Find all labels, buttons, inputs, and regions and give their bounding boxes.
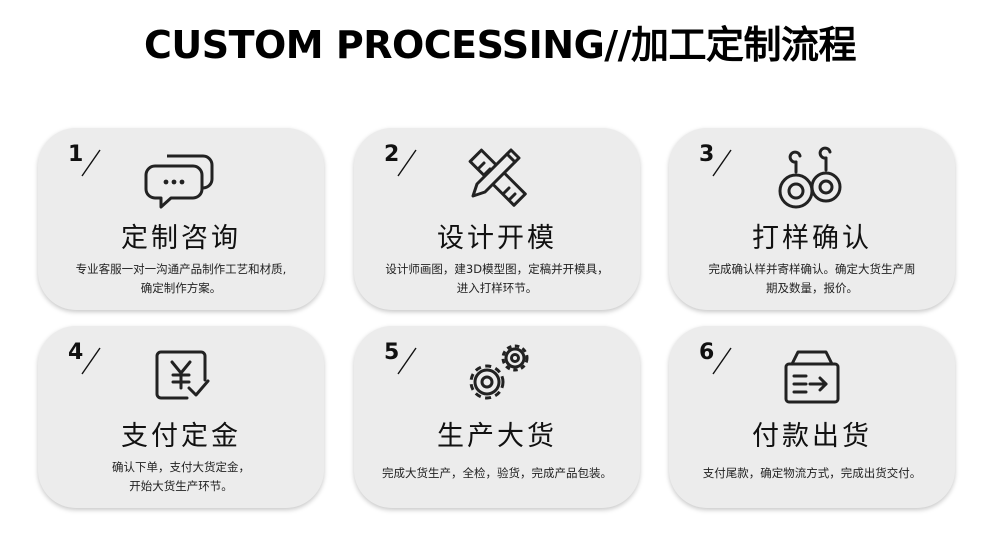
step-number: 6 (699, 340, 715, 365)
step-card-2: 2 设计开模 设计师画图，建3D模型图，定稿并开模具， 进入打样环节。 (354, 128, 640, 310)
step-card-4: 4 支付定金 确认下单，支付大货定金， 开始大货生产环节。 (38, 326, 324, 508)
step-card-5: 5 生产大货 完成大货生产，全检，验货，完成产品包装。 (354, 326, 640, 508)
desc-line: 设计师画图，建3D模型图，定稿并开模具， (385, 262, 609, 276)
desc-line: 期及数量，报价。 (766, 281, 858, 295)
page-title: CUSTOM PROCESSING//加工定制流程 (143, 23, 857, 67)
step-number: 2 (384, 142, 400, 167)
step-description: 支付尾款，确定物流方式，完成出货交付。 (679, 464, 945, 483)
slash-divider (712, 347, 732, 375)
step-number: 3 (699, 142, 715, 167)
desc-line: 完成大货生产，全检，验货，完成产品包装。 (382, 466, 612, 480)
slash-divider (712, 149, 732, 177)
gears-icon (469, 344, 529, 400)
shipping-box-icon (784, 350, 840, 404)
slash-divider (81, 149, 101, 177)
desc-line: 开始大货生产环节。 (129, 479, 233, 493)
step-description: 设计师画图，建3D模型图，定稿并开模具， 进入打样环节。 (364, 260, 630, 298)
step-heading: 付款出货 (752, 421, 872, 452)
desc-line: 支付尾款，确定物流方式，完成出货交付。 (702, 466, 922, 480)
step-heading: 设计开模 (437, 223, 557, 254)
step-card-1: 1 定制咨询 专业客服一对一沟通产品制作工艺和材质, 确定制作方案。 (38, 128, 324, 310)
step-description: 专业客服一对一沟通产品制作工艺和材质, 确定制作方案。 (48, 260, 314, 298)
desc-line: 完成确认样并寄样确认。确定大货生产周 (708, 262, 916, 276)
slash-divider (397, 149, 417, 177)
step-number: 4 (68, 340, 84, 365)
desc-line: 进入打样环节。 (456, 281, 538, 295)
step-card-6: 6 付款出货 支付尾款，确定物流方式，完成出货交付。 (669, 326, 955, 508)
earrings-icon (778, 146, 842, 209)
slash-divider (81, 347, 101, 375)
step-heading: 定制咨询 (121, 223, 241, 254)
slash-divider (397, 347, 417, 375)
step-heading: 支付定金 (121, 421, 241, 452)
step-card-3: 3 打样确认 完成确认样并寄样确认。确定大货生产周 期及数量，报价。 (669, 128, 955, 310)
step-heading: 打样确认 (752, 223, 872, 254)
step-description: 确认下单，支付大货定金， 开始大货生产环节。 (48, 458, 314, 496)
desc-line: 专业客服一对一沟通产品制作工艺和材质, (75, 262, 287, 276)
step-description: 完成大货生产，全检，验货，完成产品包装。 (364, 464, 630, 483)
chat-bubbles-icon (144, 154, 214, 209)
step-number: 5 (384, 340, 400, 365)
desc-line: 确定制作方案。 (140, 281, 222, 295)
step-number: 1 (68, 142, 84, 167)
step-heading: 生产大货 (437, 421, 557, 452)
pencil-ruler-icon (468, 148, 527, 207)
desc-line: 确认下单，支付大货定金， (112, 460, 250, 474)
step-description: 完成确认样并寄样确认。确定大货生产周 期及数量，报价。 (679, 260, 945, 298)
yuan-payment-icon (155, 350, 210, 400)
